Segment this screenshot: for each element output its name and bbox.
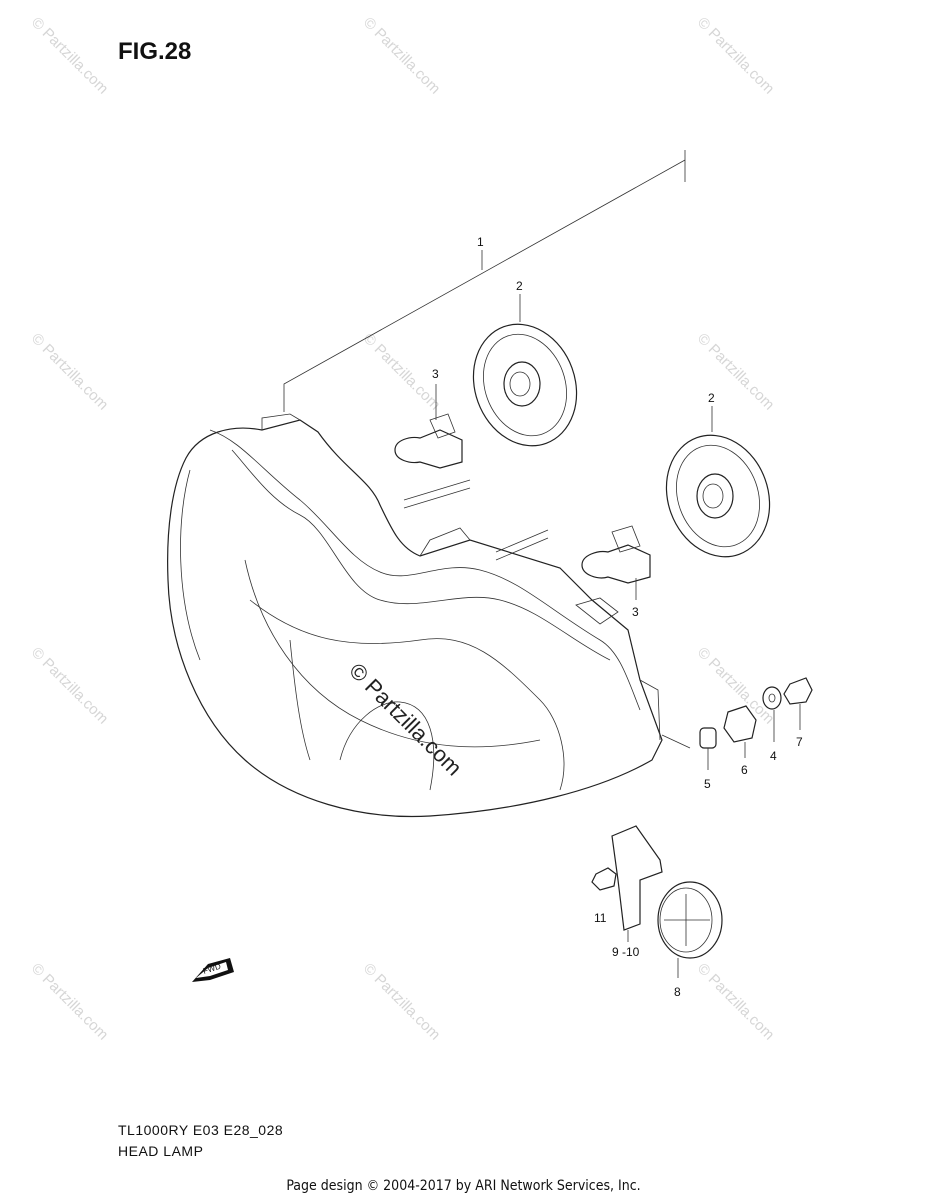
bracket-part-9 [611, 825, 663, 931]
callout-5: 5 [704, 777, 711, 791]
callout-3-upper: 3 [432, 367, 439, 381]
headlamp-housing [167, 413, 691, 818]
collar-part-5 [699, 727, 717, 749]
footer-copyright: Page design © 2004-2017 by ARI Network S… [286, 1178, 641, 1194]
fwd-arrow-icon: FWD [192, 958, 234, 982]
model-code: TL1000RY E03 E28_028 [118, 1122, 284, 1138]
bulb-upper [394, 384, 463, 469]
bracket-assembly [591, 825, 723, 978]
figure-title: FIG.28 [118, 38, 192, 65]
assembly-leader [283, 150, 686, 412]
bulb-lower [581, 525, 651, 600]
callout-4: 4 [770, 749, 777, 763]
grommet-part-6 [723, 705, 757, 743]
callout-8: 8 [674, 985, 681, 999]
nut-part-7 [783, 677, 813, 705]
washer-part-4 [762, 686, 782, 710]
callout-7: 7 [796, 735, 803, 749]
callout-1: 1 [477, 235, 484, 249]
section-name: HEAD LAMP [118, 1143, 204, 1159]
socket-cover-lower [665, 406, 771, 558]
adjuster-studs [403, 479, 549, 561]
callout-2-upper: 2 [516, 279, 523, 293]
socket-cover-upper [472, 294, 578, 447]
nut-part-11 [591, 867, 617, 891]
callout-6: 6 [741, 763, 748, 777]
callout-2-lower: 2 [708, 391, 715, 405]
fastener-parts [699, 677, 813, 770]
callout-3-lower: 3 [632, 605, 639, 619]
callout-11: 11 [594, 911, 607, 925]
callout-9-10: 9 -10 [612, 945, 640, 959]
